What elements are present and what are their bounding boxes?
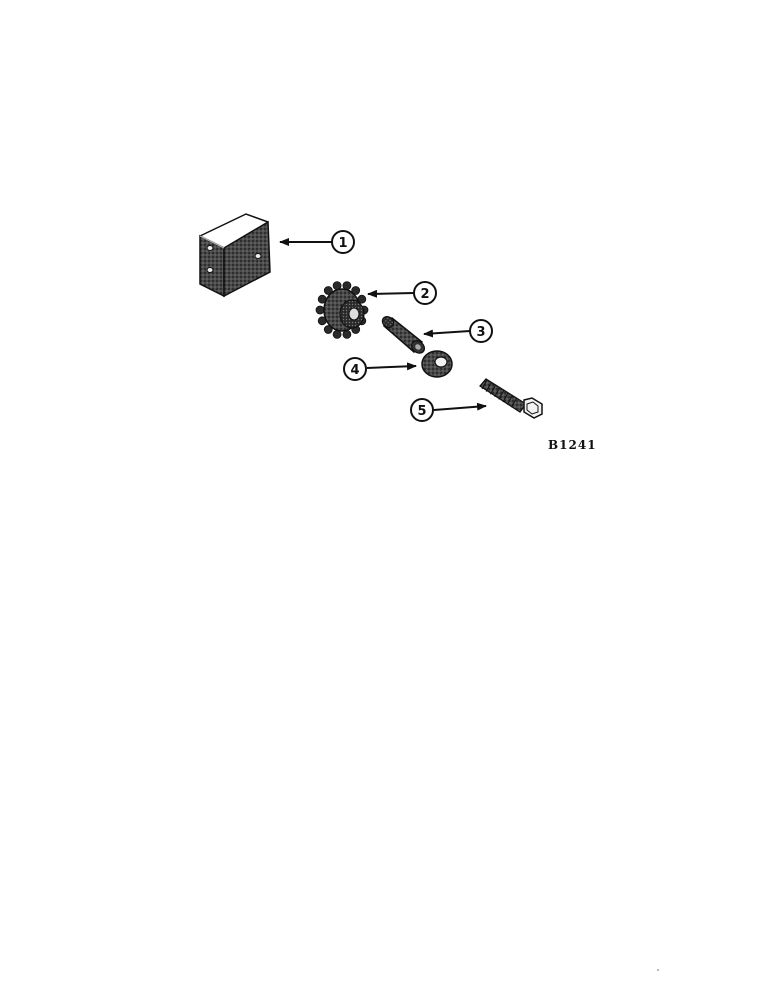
leader-arrow-5 [433,402,487,411]
callout-2: 2 [413,281,437,305]
callout-3-number: 3 [476,325,485,340]
bolt-threads [481,379,517,408]
leader-arrow-2 [367,289,415,298]
leader-arrows [279,238,487,411]
leader-arrow-3 [423,329,471,338]
bolt-thread-line [510,397,517,408]
sprocket-tooth [323,325,333,334]
bolt-thread-line [506,395,513,405]
bolt-thread-line [502,392,509,403]
scan-speck [657,969,659,971]
callout-4: 4 [343,357,367,381]
callout-5-number: 5 [417,404,426,419]
bolt-thread-line [498,390,505,400]
sprocket-tooth [351,286,361,295]
bolt-thread-line [485,382,492,392]
washer-part [421,350,453,378]
bracket-part [199,213,271,298]
bolt-thread-line [489,384,496,395]
callout-2-number: 2 [420,287,429,302]
leader-arrow-4 [366,362,417,371]
hex-bolt-part [479,378,543,419]
figure-code: B1241 [548,438,597,452]
sprocket-tooth [323,286,333,295]
callout-3: 3 [469,319,493,343]
callout-1: 1 [331,230,355,254]
spacer-sleeve-part [381,315,426,354]
sprocket-tooth [315,305,325,315]
callout-5: 5 [410,398,434,422]
bolt-thread-line [481,379,488,390]
callout-1-number: 1 [338,236,347,251]
callout-4-number: 4 [350,363,359,378]
sprocket-part [315,281,369,339]
bolt-thread-line [494,387,501,398]
